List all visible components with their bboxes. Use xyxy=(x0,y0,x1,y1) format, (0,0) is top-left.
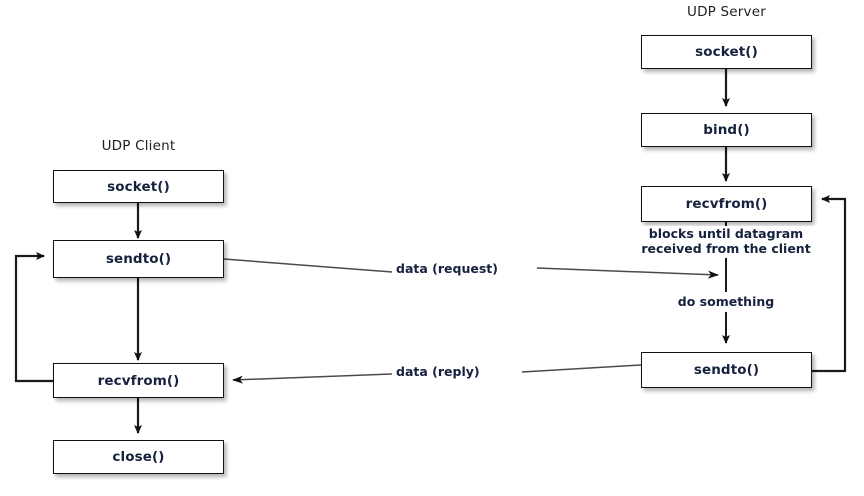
server-bind-label: bind() xyxy=(703,122,750,138)
server-socket-box[interactable]: socket() xyxy=(641,35,812,69)
wire-client-loop-back xyxy=(14,252,53,383)
wire-data-request-right xyxy=(536,267,719,279)
client-column-title: UDP Client xyxy=(101,138,176,154)
server-blocks-note-line2: received from the client xyxy=(616,241,836,256)
server-blocks-note: blocks until datagram received from the … xyxy=(616,226,836,256)
client-recvfrom-box[interactable]: recvfrom() xyxy=(53,363,224,398)
data-reply-label: data (reply) xyxy=(392,364,484,379)
client-sendto-label: sendto() xyxy=(105,251,172,267)
wire-data-reply-right xyxy=(521,364,642,373)
wire-data-reply-left xyxy=(232,373,393,384)
client-close-box[interactable]: close() xyxy=(53,440,224,474)
server-sendto-label: sendto() xyxy=(693,362,760,378)
server-bind-box[interactable]: bind() xyxy=(641,113,812,147)
client-sendto-box[interactable]: sendto() xyxy=(53,240,224,278)
server-blocks-note-line1: blocks until datagram xyxy=(616,226,836,241)
server-column-title: UDP Server xyxy=(687,4,766,20)
server-do-something-note: do something xyxy=(646,294,806,309)
server-sendto-box[interactable]: sendto() xyxy=(641,352,812,388)
server-recvfrom-label: recvfrom() xyxy=(685,196,768,212)
wire-server-loop-back xyxy=(812,195,847,373)
data-request-label: data (request) xyxy=(392,261,502,276)
client-close-label: close() xyxy=(112,449,165,465)
client-socket-box[interactable]: socket() xyxy=(53,170,224,203)
client-recvfrom-label: recvfrom() xyxy=(97,372,180,389)
server-socket-label: socket() xyxy=(695,44,758,60)
server-recvfrom-box[interactable]: recvfrom() xyxy=(641,186,812,222)
server-do-something-label: do something xyxy=(646,294,806,309)
wire-data-request-left xyxy=(223,258,393,273)
client-socket-label: socket() xyxy=(107,178,170,195)
